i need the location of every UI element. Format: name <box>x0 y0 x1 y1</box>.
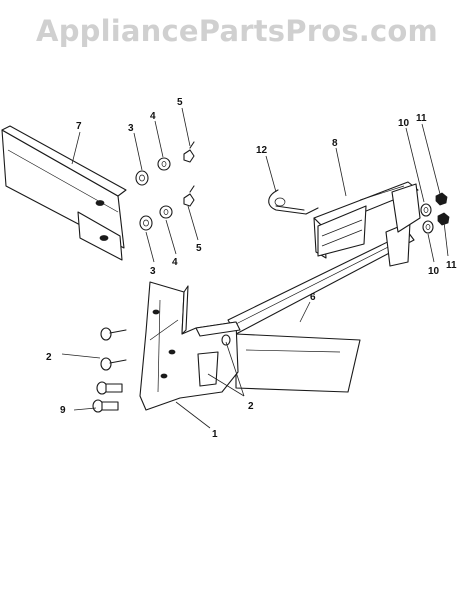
hitch-bracket-part-1 <box>139 281 241 411</box>
callout-5-upper: 5 <box>177 97 183 108</box>
hairpin-clip-part-12 <box>268 189 319 215</box>
leader-lines <box>61 107 449 429</box>
callout-11-lower: 11 <box>446 260 457 271</box>
callout-12: 12 <box>256 145 268 156</box>
deflector-plate-part-7 <box>1 125 127 261</box>
nuts-parts-10-11 <box>420 192 450 234</box>
callout-7: 7 <box>76 121 82 132</box>
callout-2-left: 2 <box>46 352 52 363</box>
callout-10-upper: 10 <box>398 118 410 129</box>
hardware-lower-parts-3-4-5 <box>139 185 195 231</box>
callout-8: 8 <box>332 138 338 149</box>
callout-9: 9 <box>60 405 66 416</box>
watermark-logo: AppliancePartsPros.com <box>36 14 438 48</box>
callout-4-lower: 4 <box>172 257 178 268</box>
callout-5-lower: 5 <box>196 243 202 254</box>
callout-6: 6 <box>310 292 316 303</box>
hardware-upper-parts-3-4-5 <box>135 141 195 186</box>
callout-1: 1 <box>212 429 218 440</box>
callout-3-upper: 3 <box>128 123 134 134</box>
mounting-plate-part-8 <box>313 181 421 259</box>
callout-3-lower: 3 <box>150 266 156 277</box>
callout-labels: 7 3 4 5 3 4 5 12 8 10 11 10 11 6 2 9 2 1 <box>46 97 457 440</box>
callout-4-upper: 4 <box>150 111 156 122</box>
bolts-parts-2-9 <box>92 327 127 413</box>
callout-2-right: 2 <box>248 401 254 412</box>
callout-11-upper: 11 <box>416 113 427 124</box>
callout-10-lower: 10 <box>428 266 440 277</box>
